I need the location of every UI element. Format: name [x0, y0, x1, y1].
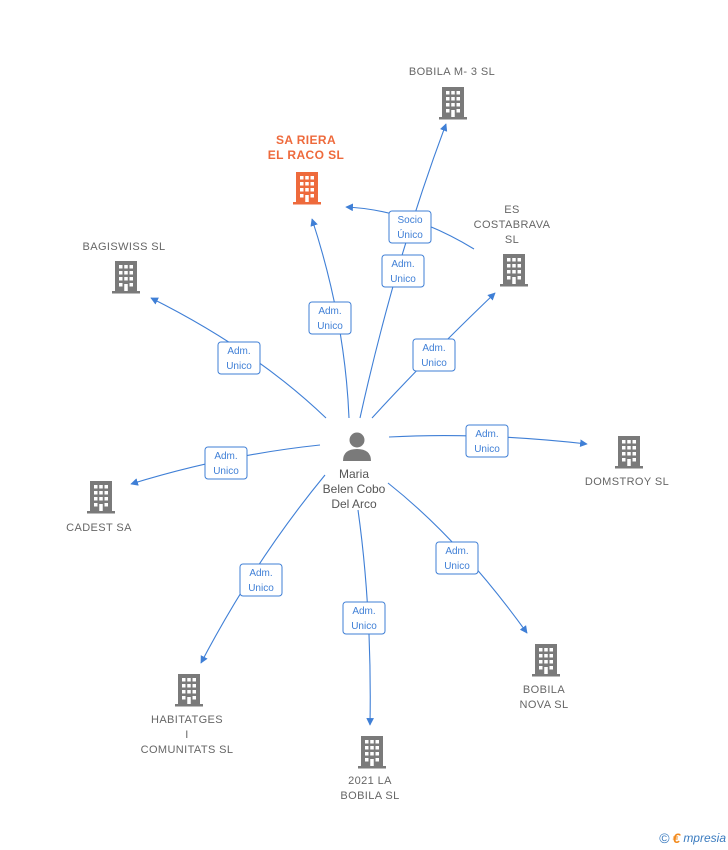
- company-node-cadest[interactable]: CADEST SA: [66, 481, 132, 534]
- company-label-line-3: COMUNITATS SL: [141, 744, 234, 756]
- building-icon: [175, 674, 203, 707]
- person-icon: [343, 432, 371, 461]
- relation-label-line-1: Socio: [397, 215, 422, 226]
- relation-label-line-2: Unico: [444, 561, 470, 572]
- company-node-domstroy[interactable]: DOMSTROY SL: [585, 436, 669, 488]
- relation-box-frame: [342, 601, 386, 635]
- relation-label-line-2: Unico: [317, 321, 343, 332]
- relation-label-line-2: Unico: [421, 358, 447, 369]
- relation-box-frame: [217, 341, 261, 375]
- relation-label-line-1: Adm.: [318, 306, 341, 317]
- building-icon: [615, 436, 643, 469]
- person-name-line-2: Belen Cobo: [323, 482, 386, 496]
- relation-box-frame: [388, 210, 432, 244]
- company-label-line-1: 2021 LA: [348, 775, 392, 787]
- relation-box-frame: [465, 424, 509, 458]
- company-label-line-1: HABITATGES: [151, 714, 223, 726]
- relation-label-line-2: Único: [397, 228, 423, 241]
- person-name-line-3: Del Arco: [331, 497, 377, 511]
- brand-name: mpresia: [683, 831, 726, 845]
- relation-box-bagiswiss[interactable]: Adm. Unico: [217, 341, 261, 375]
- relation-box-bobila-nova[interactable]: Adm. Unico: [435, 541, 479, 575]
- relation-box-frame: [308, 301, 352, 335]
- company-label-line-1: BAGISWISS SL: [82, 241, 165, 253]
- company-label-line-2: EL RACO SL: [268, 148, 344, 162]
- relation-label-line-2: Unico: [474, 444, 500, 455]
- person-name-line-1: Maria: [339, 467, 369, 481]
- company-label-line-2: NOVA SL: [519, 699, 568, 711]
- company-label-line-1: SA RIERA: [276, 133, 336, 147]
- relation-label-line-2: Unico: [213, 466, 239, 477]
- relation-label-line-1: Adm.: [227, 346, 250, 357]
- company-label-line-1: DOMSTROY SL: [585, 476, 669, 488]
- building-icon: [532, 644, 560, 677]
- relation-label-line-2: Unico: [390, 274, 416, 285]
- company-label-line-1: BOBILA M- 3 SL: [409, 66, 495, 78]
- company-node-bagiswiss[interactable]: BAGISWISS SL: [82, 241, 165, 294]
- company-label-line-1: ES: [504, 204, 519, 216]
- company-label-line-2: I: [185, 729, 188, 741]
- company-node-es-costabrava[interactable]: ES COSTABRAVA SL: [474, 204, 551, 287]
- relation-box-frame: [435, 541, 479, 575]
- relation-box-frame: [412, 338, 456, 372]
- company-label-line-3: SL: [505, 234, 519, 246]
- company-node-bobila-nova[interactable]: BOBILA NOVA SL: [519, 644, 568, 711]
- company-label-line-2: COSTABRAVA: [474, 219, 551, 231]
- relation-box-bobila-m3[interactable]: Adm. Unico: [381, 254, 425, 288]
- building-icon: [87, 481, 115, 514]
- company-node-bobila-m3[interactable]: BOBILA M- 3 SL: [409, 66, 495, 120]
- company-label-line-1: BOBILA: [523, 684, 565, 696]
- relation-box-cadest[interactable]: Adm. Unico: [204, 446, 248, 480]
- relation-label-line-1: Adm.: [249, 568, 272, 579]
- brand-logo-initial: €: [672, 830, 681, 846]
- relation-box-domstroy[interactable]: Adm. Unico: [465, 424, 509, 458]
- relation-label-line-1: Adm.: [214, 451, 237, 462]
- relation-label-line-2: Unico: [226, 361, 252, 372]
- footer-brand[interactable]: © €mpresia: [659, 830, 726, 846]
- person-node[interactable]: Maria Belen Cobo Del Arco: [323, 432, 386, 512]
- copyright-icon: ©: [659, 830, 670, 846]
- relation-box-costabrava[interactable]: Adm. Unico: [412, 338, 456, 372]
- relation-label-line-2: Unico: [351, 621, 377, 632]
- relation-box-frame: [381, 254, 425, 288]
- company-node-2021-la-bobila[interactable]: 2021 LA BOBILA SL: [340, 736, 399, 802]
- relation-box-frame: [204, 446, 248, 480]
- building-icon: [500, 254, 528, 287]
- building-icon: [439, 87, 467, 120]
- relation-box-2021[interactable]: Adm. Unico: [342, 601, 386, 635]
- relation-label-line-1: Adm.: [352, 606, 375, 617]
- building-icon: [358, 736, 386, 769]
- company-label-line-1: CADEST SA: [66, 522, 132, 534]
- company-node-habitatges[interactable]: HABITATGES I COMUNITATS SL: [141, 674, 234, 756]
- relation-label-line-1: Adm.: [475, 429, 498, 440]
- relation-box-habitatges[interactable]: Adm. Unico: [239, 563, 283, 597]
- relation-label-line-1: Adm.: [445, 546, 468, 557]
- building-icon: [112, 261, 140, 294]
- relation-box-frame: [239, 563, 283, 597]
- building-icon: [293, 172, 321, 205]
- relation-label-line-1: Adm.: [391, 259, 414, 270]
- relation-label-line-2: Unico: [248, 583, 274, 594]
- company-label-line-2: BOBILA SL: [340, 790, 399, 802]
- relation-box-sa-riera[interactable]: Adm. Unico: [308, 301, 352, 335]
- relation-label-line-1: Adm.: [422, 343, 445, 354]
